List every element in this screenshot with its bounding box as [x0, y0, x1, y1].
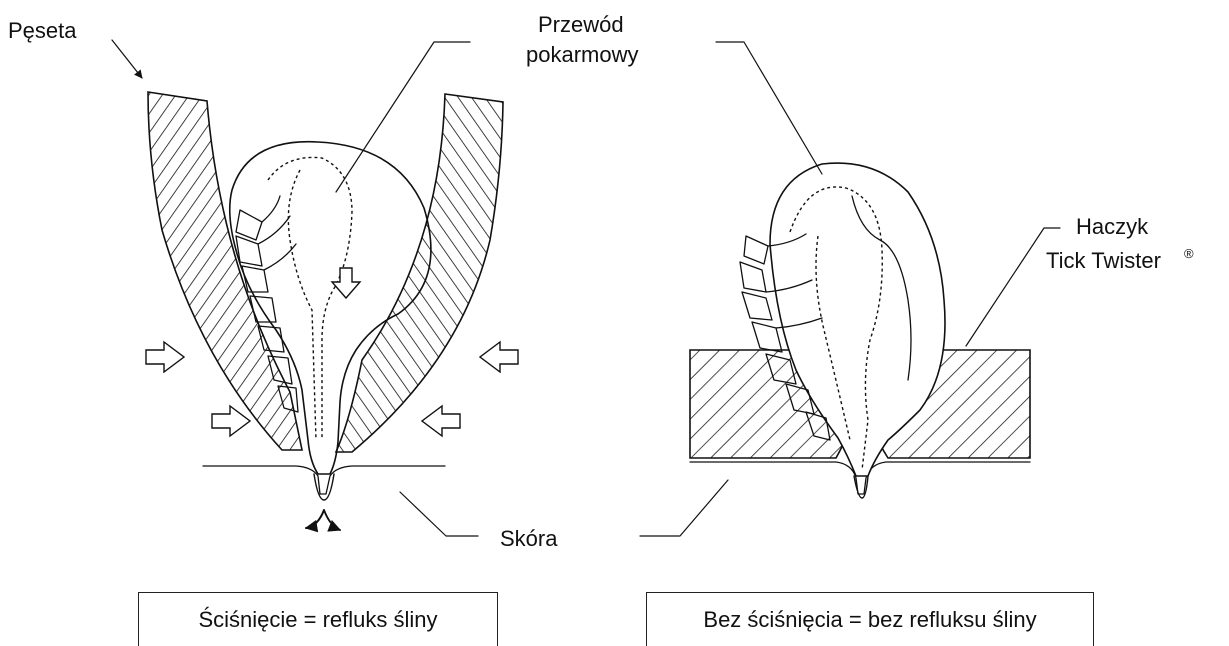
leader-skin-right	[640, 480, 728, 536]
leader-skin-left	[400, 492, 478, 536]
label-skin: Skóra	[500, 526, 558, 551]
compress-arrow-left-upper	[146, 342, 184, 372]
caption-left-text: Ściśnięcie = refluks śliny	[198, 607, 437, 633]
tweezers-arm-right	[336, 94, 503, 452]
pressure-arrow-down	[332, 268, 360, 298]
compress-arrow-left-lower	[212, 406, 250, 436]
label-hook-line1: Haczyk	[1076, 214, 1149, 239]
label-tweezers: Pęseta	[8, 18, 77, 43]
skin-line-left	[203, 466, 445, 494]
caption-right-text: Bez ściśnięcia = bez refluksu śliny	[703, 607, 1036, 633]
caption-left: Ściśnięcie = refluks śliny	[138, 592, 498, 646]
hypostome-left	[314, 474, 334, 500]
leader-tweezers	[112, 40, 142, 78]
leader-hook	[966, 228, 1060, 346]
compress-arrow-right-lower	[422, 406, 460, 436]
label-hook-line2: Tick Twister	[1046, 248, 1161, 273]
leader-gut-right	[716, 42, 822, 174]
hook-illustration	[690, 163, 1030, 498]
label-gut-line2: pokarmowy	[526, 42, 638, 67]
tweezers-illustration	[146, 92, 518, 530]
tick-gut-left-2	[288, 170, 316, 440]
compress-arrow-right-upper	[480, 342, 518, 372]
caption-right: Bez ściśnięcia = bez refluksu śliny	[646, 592, 1094, 646]
label-hook-registered-mark: ®	[1184, 246, 1194, 261]
label-gut-line1: Przewód	[538, 12, 624, 37]
